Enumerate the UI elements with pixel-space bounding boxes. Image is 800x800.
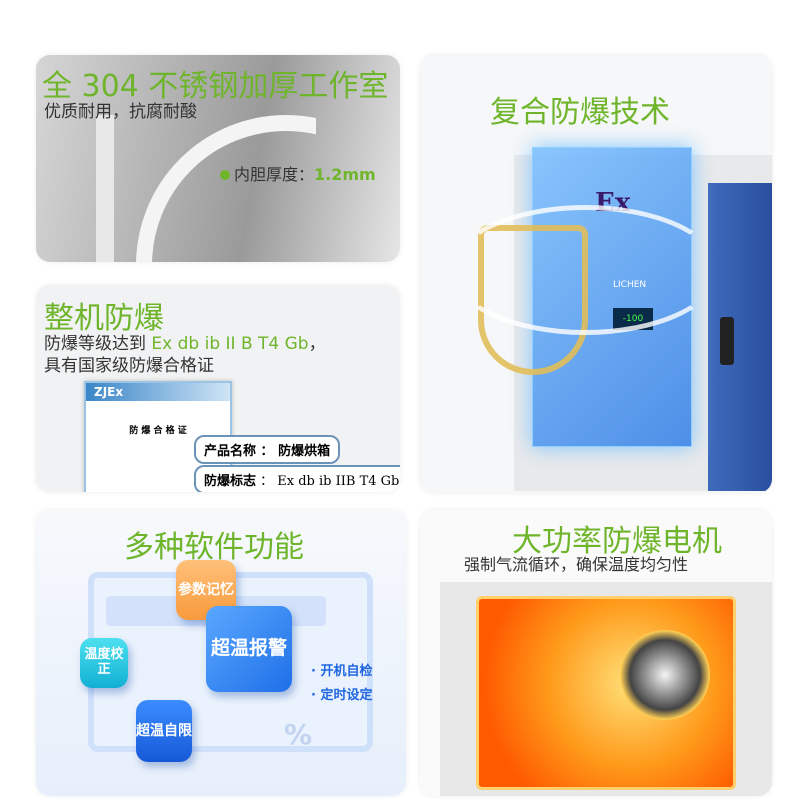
chamber-title: 全 304 不锈钢加厚工作室: [42, 69, 389, 104]
product-name-value: 防爆烘箱: [278, 444, 331, 459]
motor-card: 大功率防爆电机 强制气流循环，确保温度均匀性: [420, 510, 772, 796]
feature-temp-calibration: 温度校正: [80, 638, 128, 688]
thickness-value: 1.2mm: [314, 165, 376, 184]
feature-overtemp-limit: 超温自限: [136, 700, 192, 762]
certificate-line: 具有国家级防爆合格证: [44, 356, 214, 376]
chamber-subtitle: 优质耐用，抗腐耐酸: [44, 102, 197, 122]
rating-suffix: ，: [308, 334, 326, 354]
fan-icon: [620, 630, 710, 720]
ex-mark-tag: 防爆标志 ： Ex db ib IIB T4 Gb: [194, 465, 400, 492]
oven-door: [708, 183, 772, 491]
oven-interior: [440, 582, 772, 796]
ex-mark-label: 防爆标志: [204, 474, 257, 489]
door-handle[interactable]: [720, 317, 734, 365]
motor-subtitle: 强制气流循环，确保温度均匀性: [464, 555, 689, 574]
marker-dot-icon: [220, 170, 230, 180]
motor-title: 大功率防爆电机: [512, 524, 722, 559]
explosion-proof-card: 整机防爆 防爆等级达到 Ex db ib II B T4 Gb， 具有国家级防爆…: [36, 285, 400, 492]
rating-prefix: 防爆等级达到: [44, 334, 152, 354]
composite-protection-card: 复合防爆技术 Ex LICHEN -100: [420, 55, 772, 493]
ring-icon: [450, 205, 720, 335]
feature-overtemp-alarm: 超温报警: [206, 606, 292, 692]
product-name-tag: 产品名称 ： 防爆烘箱: [194, 435, 341, 464]
software-title: 多种软件功能: [124, 530, 304, 565]
chamber-edge: [96, 115, 114, 262]
bullet-self-check-label: 开机自检: [320, 664, 373, 679]
thickness-readout: 内胆厚度：1.2mm: [220, 161, 376, 185]
percent-icon: %: [284, 718, 313, 751]
composite-title: 复合防爆技术: [490, 95, 670, 130]
thickness-label: 内胆厚度：: [234, 165, 315, 184]
ex-mark-value: Ex db ib IIB T4 Gb: [277, 474, 400, 489]
certificate-title: 防 爆 合 格 证: [129, 426, 187, 436]
rating-value: Ex db ib II B T4 Gb: [151, 334, 309, 354]
certificate-logo: ZJEx: [86, 383, 230, 401]
feature-bullets: · 开机自检 · 定时设定: [311, 660, 372, 708]
product-name-label: 产品名称: [204, 444, 257, 459]
rating-line: 防爆等级达到 Ex db ib II B T4 Gb，: [44, 333, 326, 355]
explosion-proof-title: 整机防爆: [44, 301, 164, 336]
bullet-self-check: · 开机自检: [311, 664, 373, 679]
chamber-card: 全 304 不锈钢加厚工作室 优质耐用，抗腐耐酸 内胆厚度：1.2mm: [36, 55, 400, 262]
bullet-timer: · 定时设定: [311, 688, 373, 703]
chamber-curve: [136, 115, 316, 262]
software-features-card: 多种软件功能 % 参数记忆 超温报警 温度校正 超温自限 · 开机自检 · 定时…: [36, 510, 406, 796]
bullet-timer-label: 定时设定: [320, 688, 373, 703]
